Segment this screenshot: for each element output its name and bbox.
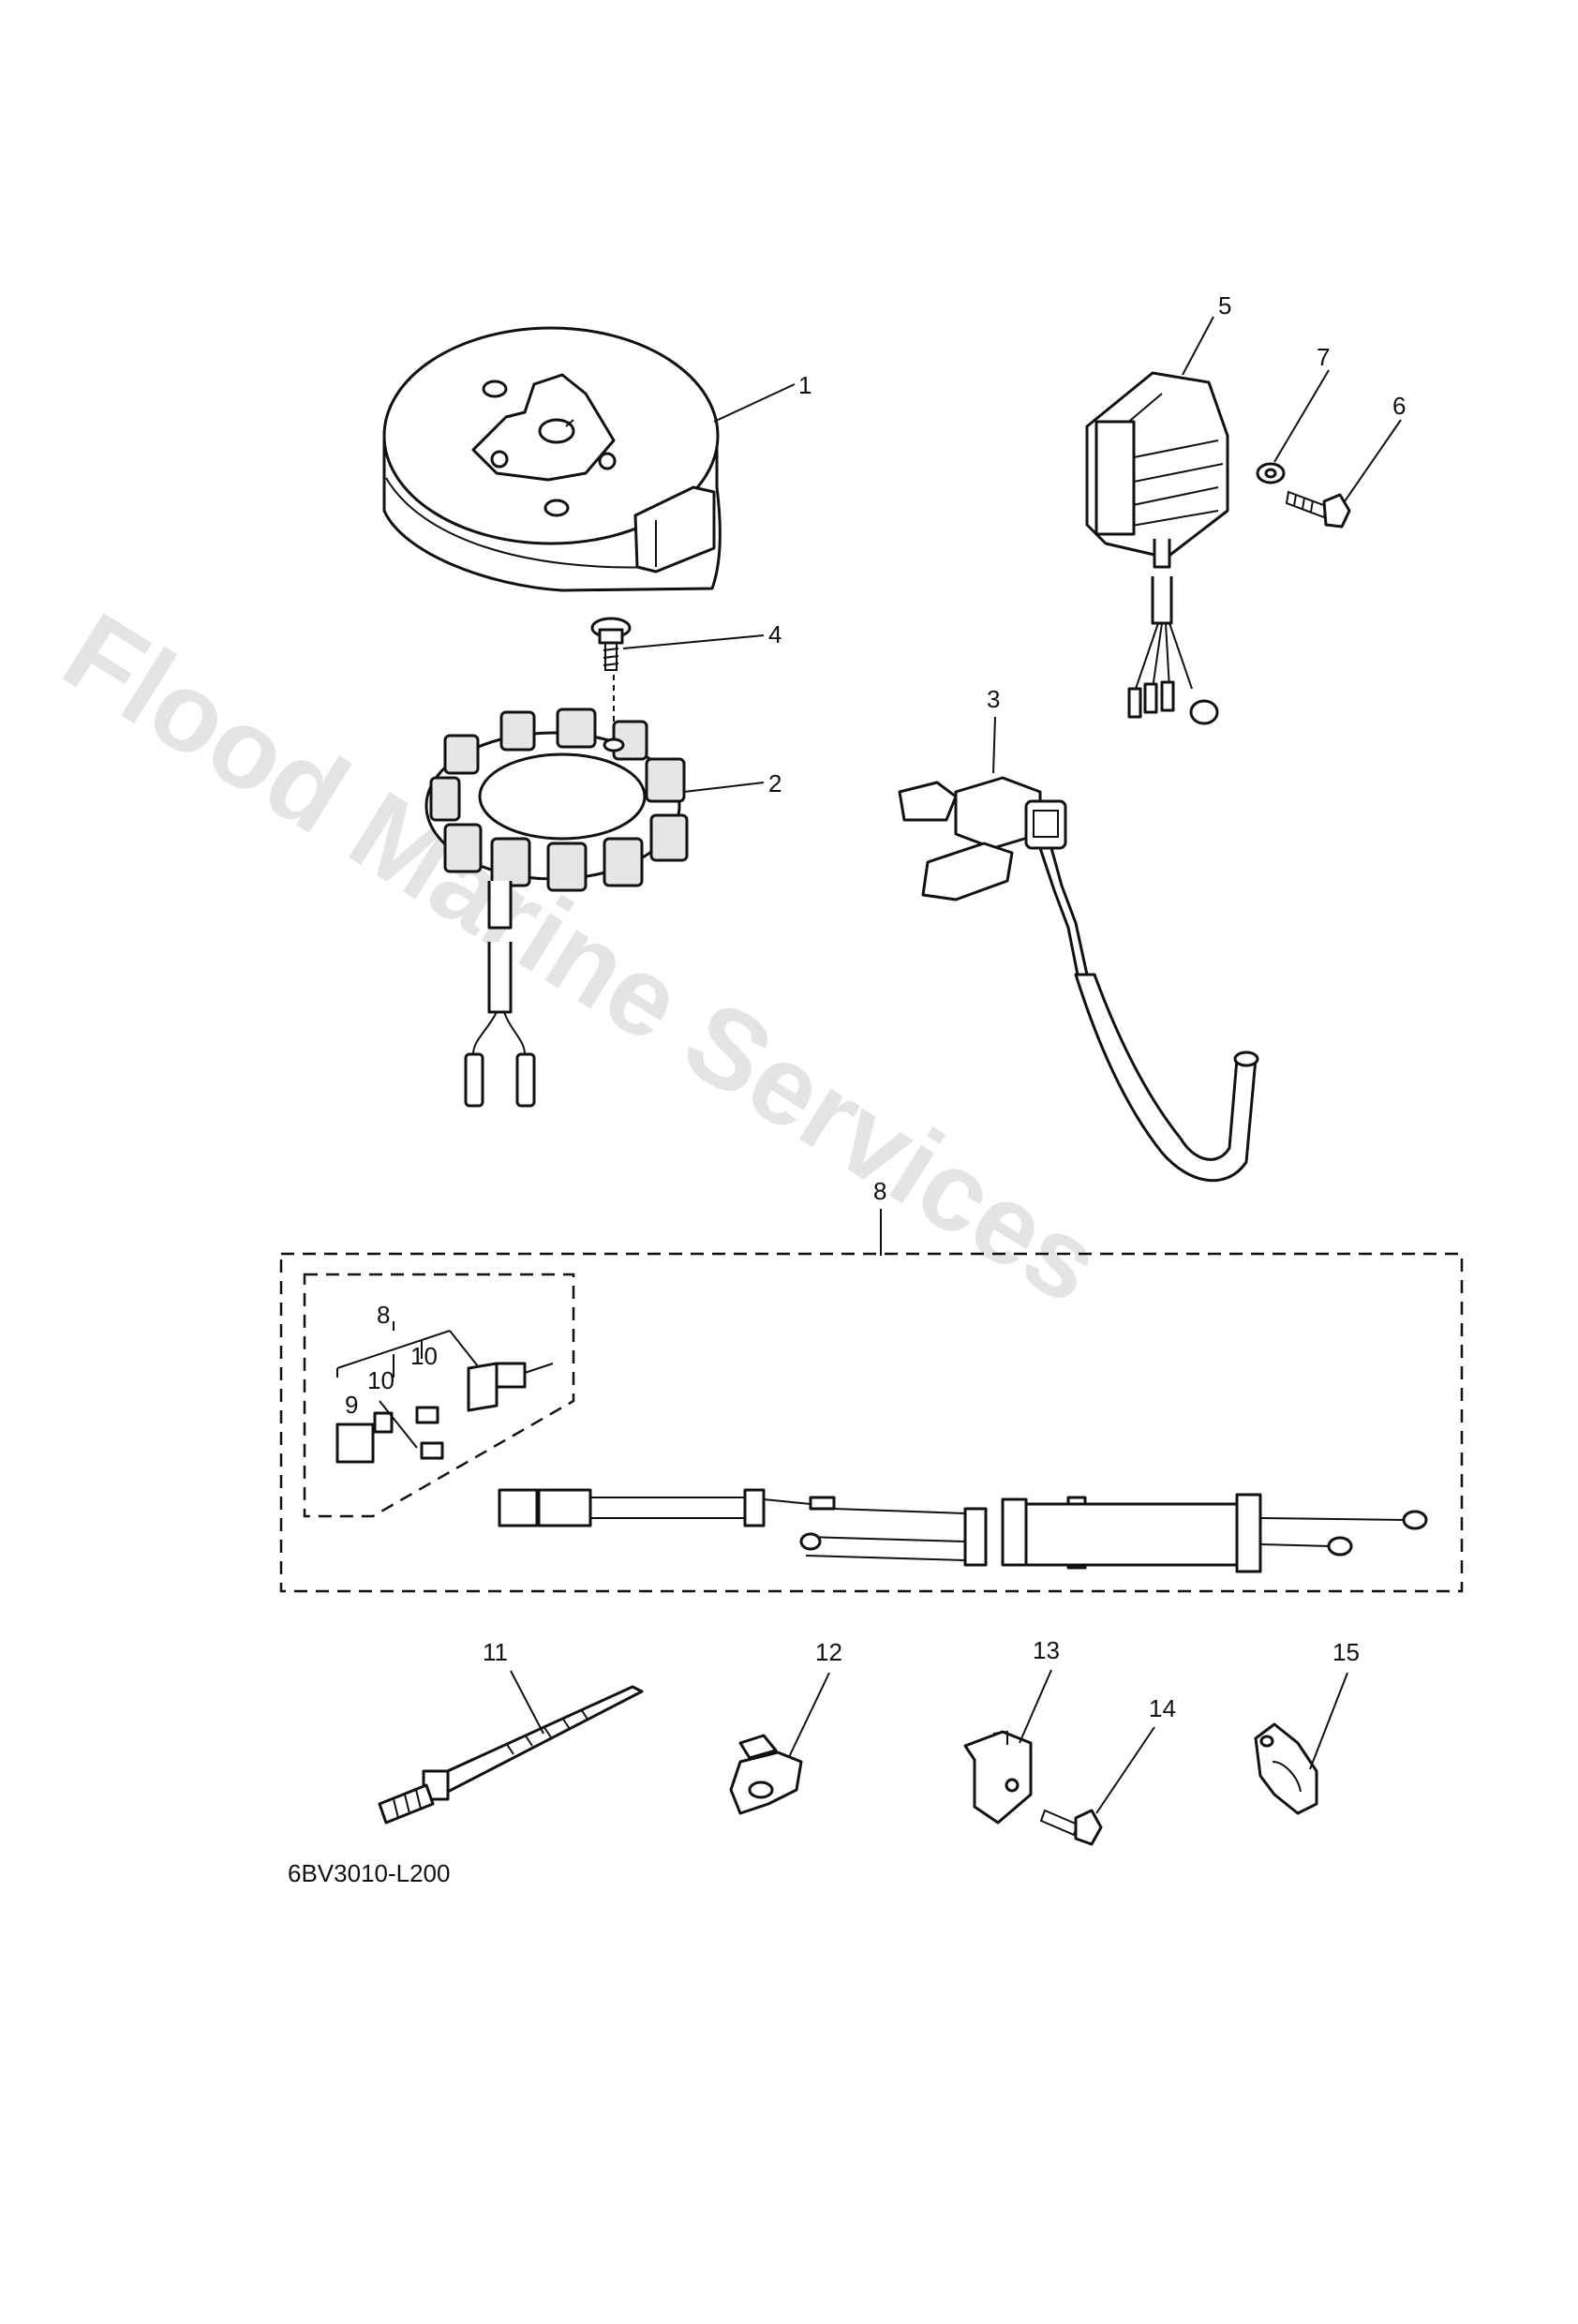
callout-8-detail: 8 [377, 1301, 390, 1329]
bolt-4-part [590, 617, 632, 671]
callout-7: 7 [1317, 343, 1330, 371]
callout-4: 4 [768, 620, 782, 648]
flywheel-part [382, 326, 722, 592]
harness-cable [498, 1488, 1428, 1573]
clip-15-part [1254, 1722, 1318, 1815]
callout-1: 1 [798, 371, 811, 399]
washer-part [1256, 462, 1286, 484]
harness-detail [335, 1321, 554, 1464]
callout-12: 12 [815, 1638, 842, 1666]
callout-10-b: 10 [410, 1342, 438, 1370]
callout-11: 11 [483, 1638, 508, 1666]
pulser-coil-part [898, 776, 1259, 1183]
callout-15: 15 [1332, 1638, 1360, 1666]
callout-14: 14 [1149, 1694, 1176, 1722]
stator-part [424, 708, 689, 1108]
clamp-12-part [729, 1734, 803, 1815]
callout-13: 13 [1033, 1636, 1060, 1664]
callout-9: 9 [345, 1391, 358, 1419]
bolt-6-part [1285, 490, 1351, 529]
bracket-part [963, 1730, 1033, 1825]
screw-14-part [1039, 1809, 1103, 1846]
cable-tie-part [378, 1685, 644, 1825]
callout-6: 6 [1392, 392, 1406, 420]
callout-8: 8 [873, 1177, 886, 1205]
callout-10-a: 10 [367, 1366, 394, 1394]
rectifier-part [1085, 371, 1229, 725]
callout-5: 5 [1218, 291, 1231, 320]
watermark: Flood Marine Services [43, 588, 1122, 1328]
diagram-code: 6BV3010-L200 [288, 1859, 450, 1887]
callout-2: 2 [768, 769, 782, 797]
callout-3: 3 [987, 685, 1000, 713]
